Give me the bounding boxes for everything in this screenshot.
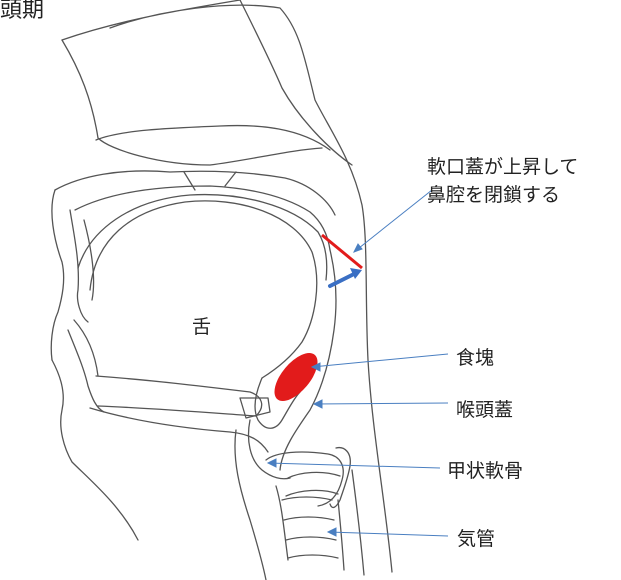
soft-palate-pointer bbox=[354, 190, 432, 252]
skull-back bbox=[240, 0, 352, 165]
nasal-floor bbox=[96, 126, 330, 150]
bolus-label: 食塊 bbox=[456, 343, 494, 370]
bolus bbox=[267, 346, 326, 408]
trachea-back bbox=[338, 500, 344, 570]
lower-teeth bbox=[68, 320, 104, 412]
tongue-label: 舌 bbox=[192, 312, 211, 339]
thyroid-cartilage-label: 甲状軟骨 bbox=[447, 456, 523, 483]
thyroid-pointer bbox=[268, 463, 440, 468]
thyroid-cartilage bbox=[266, 452, 343, 506]
soft-palate-label-line1: 軟口蓋が上昇して bbox=[427, 153, 578, 181]
lower-lip bbox=[52, 360, 138, 540]
palate-upper bbox=[55, 171, 335, 215]
mandible bbox=[96, 376, 262, 416]
upper-lip bbox=[51, 190, 63, 360]
cricoid bbox=[286, 472, 340, 496]
tongue-outline bbox=[90, 201, 317, 378]
trachea-rings bbox=[282, 497, 338, 558]
trachea-pointer-head bbox=[328, 528, 336, 536]
palate-lower bbox=[75, 186, 330, 250]
upper-teeth bbox=[70, 210, 94, 322]
trachea-label: 気管 bbox=[457, 524, 495, 551]
skull-outline bbox=[62, 0, 392, 572]
epiglottis-label: 喉頭蓋 bbox=[456, 395, 513, 422]
diagram-title: 頭期 bbox=[0, 0, 44, 24]
bolus-pointer bbox=[312, 354, 448, 367]
trachea-front bbox=[276, 486, 288, 560]
soft-palate-label: 軟口蓋が上昇して 鼻腔を閉鎖する bbox=[427, 153, 578, 209]
thyroid-pointer-head bbox=[268, 459, 276, 467]
epiglottis-pointer bbox=[314, 403, 448, 404]
oral-roof-inner bbox=[78, 195, 327, 280]
esophagus bbox=[352, 470, 364, 575]
skull-inner-outline bbox=[62, 40, 322, 165]
epiglottis-pointer-head bbox=[314, 400, 322, 408]
soft-palate-label-line2: 鼻腔を閉鎖する bbox=[427, 181, 578, 209]
soft-palate-pointer-head bbox=[354, 244, 362, 252]
